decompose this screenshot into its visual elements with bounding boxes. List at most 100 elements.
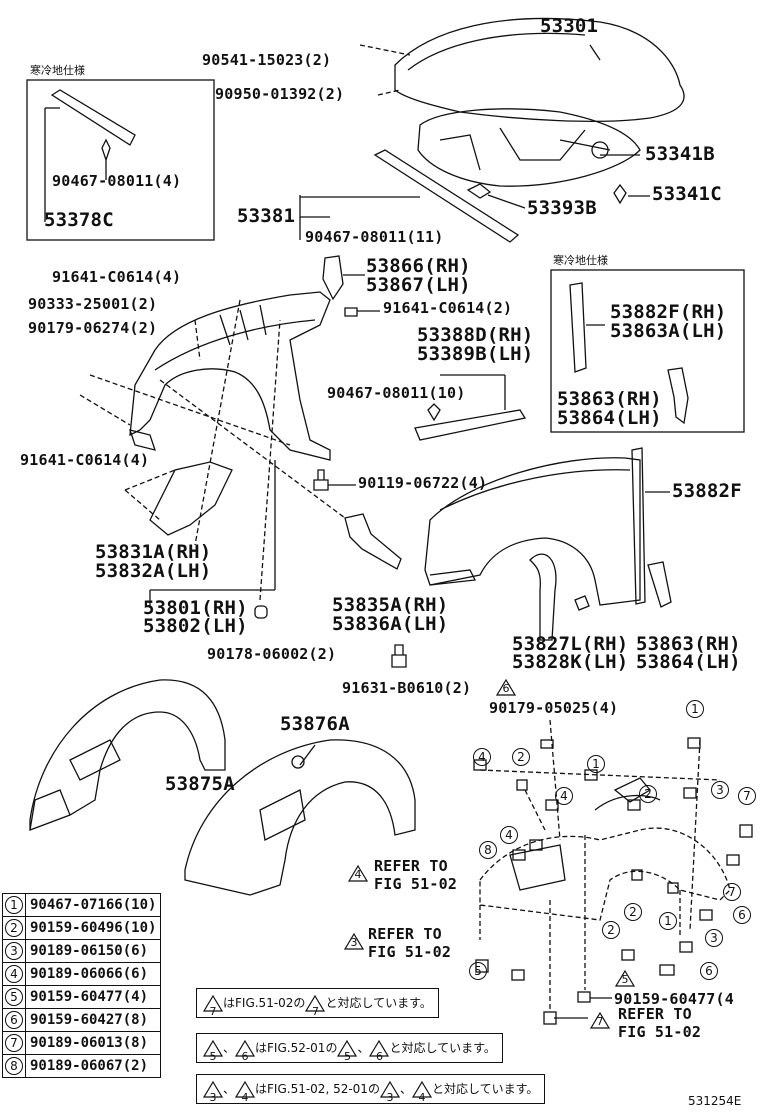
label-53882f-rh: 53882F(RH) bbox=[610, 301, 727, 323]
legend-part-number: 90159-60427(8) bbox=[24, 1008, 162, 1032]
marker-circle-2c: 2 bbox=[624, 903, 642, 921]
label-53389b: 53389B(LH) bbox=[417, 343, 534, 365]
refer-4-line1: REFER TO bbox=[374, 857, 448, 875]
marker-circle-5: 5 bbox=[469, 962, 487, 980]
label-hood: 53301 bbox=[540, 15, 599, 37]
legend-part-number: 90189-06150(6) bbox=[24, 939, 162, 963]
hood-seal-strip bbox=[373, 149, 520, 243]
marker-circle-2d: 2 bbox=[602, 921, 620, 939]
refer-7-line1: REFER TO bbox=[618, 1005, 692, 1023]
label-cold-53863-rh: 53863(RH) bbox=[557, 388, 662, 410]
label-90119: 90119-06722(4) bbox=[358, 474, 488, 492]
legend-number: 5 bbox=[5, 988, 23, 1006]
legend-part-number: 90159-60477(4) bbox=[24, 985, 162, 1009]
legend-number: 4 bbox=[5, 965, 23, 983]
label-53801: 53801(RH) bbox=[143, 597, 248, 619]
label-53828k: 53828K(LH) bbox=[512, 651, 629, 673]
refer-3-line1: REFER TO bbox=[368, 925, 442, 943]
label-53836a: 53836A(LH) bbox=[332, 613, 449, 635]
label-53341c: 53341C bbox=[652, 183, 722, 205]
label-90179-05025: 90179-05025(4) bbox=[489, 699, 619, 717]
legend-number: 8 bbox=[5, 1057, 23, 1075]
marker-circle-8: 8 bbox=[479, 841, 497, 859]
label-bolt-91641-a: 91641-C0614(4) bbox=[52, 268, 182, 286]
label-53832a: 53832A(LH) bbox=[95, 560, 212, 582]
legend-part-number: 90189-06013(8) bbox=[24, 1031, 162, 1055]
legend-number: 7 bbox=[5, 1034, 23, 1052]
cold-spec-box-left bbox=[26, 79, 215, 241]
legend-part-number: 90189-06067(2) bbox=[24, 1054, 162, 1078]
legend-number: 3 bbox=[5, 942, 23, 960]
label-53875a: 53875A bbox=[165, 773, 235, 795]
legend-part-number: 90159-60496(10) bbox=[24, 916, 162, 940]
triangle-marker-7: 7 bbox=[590, 1012, 610, 1029]
label-53866: 53866(RH) bbox=[366, 255, 471, 277]
label-53882f: 53882F bbox=[672, 480, 742, 502]
label-bolt-91641-b: 91641-C0614(4) bbox=[20, 451, 150, 469]
label-90159-60477: 90159-60477(4 bbox=[614, 990, 734, 1008]
label-90178: 90178-06002(2) bbox=[207, 645, 337, 663]
marker-circle-1b: 1 bbox=[686, 700, 704, 718]
label-53835a: 53835A(RH) bbox=[332, 594, 449, 616]
marker-circle-4c: 4 bbox=[500, 826, 518, 844]
figure-code: 531254E bbox=[688, 1094, 742, 1108]
label-53388d: 53388D(RH) bbox=[417, 324, 534, 346]
label-91631: 91631-B0610(2) bbox=[342, 679, 472, 697]
liner-53876a-drawing bbox=[184, 739, 416, 896]
label-53863a-lh: 53863A(LH) bbox=[610, 320, 727, 342]
triangle-marker-5: 5 bbox=[615, 970, 635, 987]
label-53378c: 53378C bbox=[44, 209, 114, 231]
triangle-marker-3: 3 bbox=[344, 933, 364, 950]
label-53393b: 53393B bbox=[527, 197, 597, 219]
label-cold-53864-lh: 53864(LH) bbox=[557, 407, 662, 429]
label-53381: 53381 bbox=[237, 205, 296, 227]
legend-number: 6 bbox=[5, 1011, 23, 1029]
legend-number: 2 bbox=[5, 919, 23, 937]
refer-4-line2: FIG 51-02 bbox=[374, 875, 458, 893]
label-bolt-91641-2: 91641-C0614(2) bbox=[383, 299, 513, 317]
cold-spec-heading-left: 寒冷地仕様 bbox=[30, 64, 85, 77]
marker-circle-6b: 6 bbox=[700, 962, 718, 980]
bracket-53831a-drawing bbox=[149, 461, 233, 536]
clip-symbols bbox=[473, 737, 753, 1025]
marker-circle-4b: 4 bbox=[555, 787, 573, 805]
refer-7-line2: FIG 51-02 bbox=[618, 1023, 702, 1041]
label-53802: 53802(LH) bbox=[143, 615, 248, 637]
marker-circle-3a: 3 bbox=[711, 781, 729, 799]
label-90179: 90179-06274(2) bbox=[28, 319, 158, 337]
cold-spec-box-right bbox=[550, 269, 745, 433]
legend-part-number: 90467-07166(10) bbox=[24, 893, 162, 917]
label-53876a: 53876A bbox=[280, 713, 350, 735]
label-bolt-90541: 90541-15023(2) bbox=[202, 51, 332, 69]
bracket-53835a-drawing bbox=[344, 513, 402, 570]
marker-circle-3b: 3 bbox=[705, 929, 723, 947]
refer-3-line2: FIG 51-02 bbox=[368, 943, 452, 961]
marker-circle-1a: 1 bbox=[587, 755, 605, 773]
legend-number: 1 bbox=[5, 896, 23, 914]
marker-circle-6a: 6 bbox=[733, 906, 751, 924]
marker-circle-2a: 2 bbox=[512, 748, 530, 766]
label-53863-rh: 53863(RH) bbox=[636, 633, 741, 655]
fender-right-drawing bbox=[424, 457, 641, 606]
marker-circle-1c: 1 bbox=[659, 912, 677, 930]
label-53341b: 53341B bbox=[645, 143, 715, 165]
label-clip-11: 90467-08011(11) bbox=[305, 228, 444, 246]
label-90333: 90333-25001(2) bbox=[28, 295, 158, 313]
triangle-marker-6: 6 bbox=[496, 679, 516, 696]
marker-circle-7b: 7 bbox=[723, 883, 741, 901]
legend-part-number: 90189-06066(6) bbox=[24, 962, 162, 986]
triangle-marker-4: 4 bbox=[348, 865, 368, 882]
